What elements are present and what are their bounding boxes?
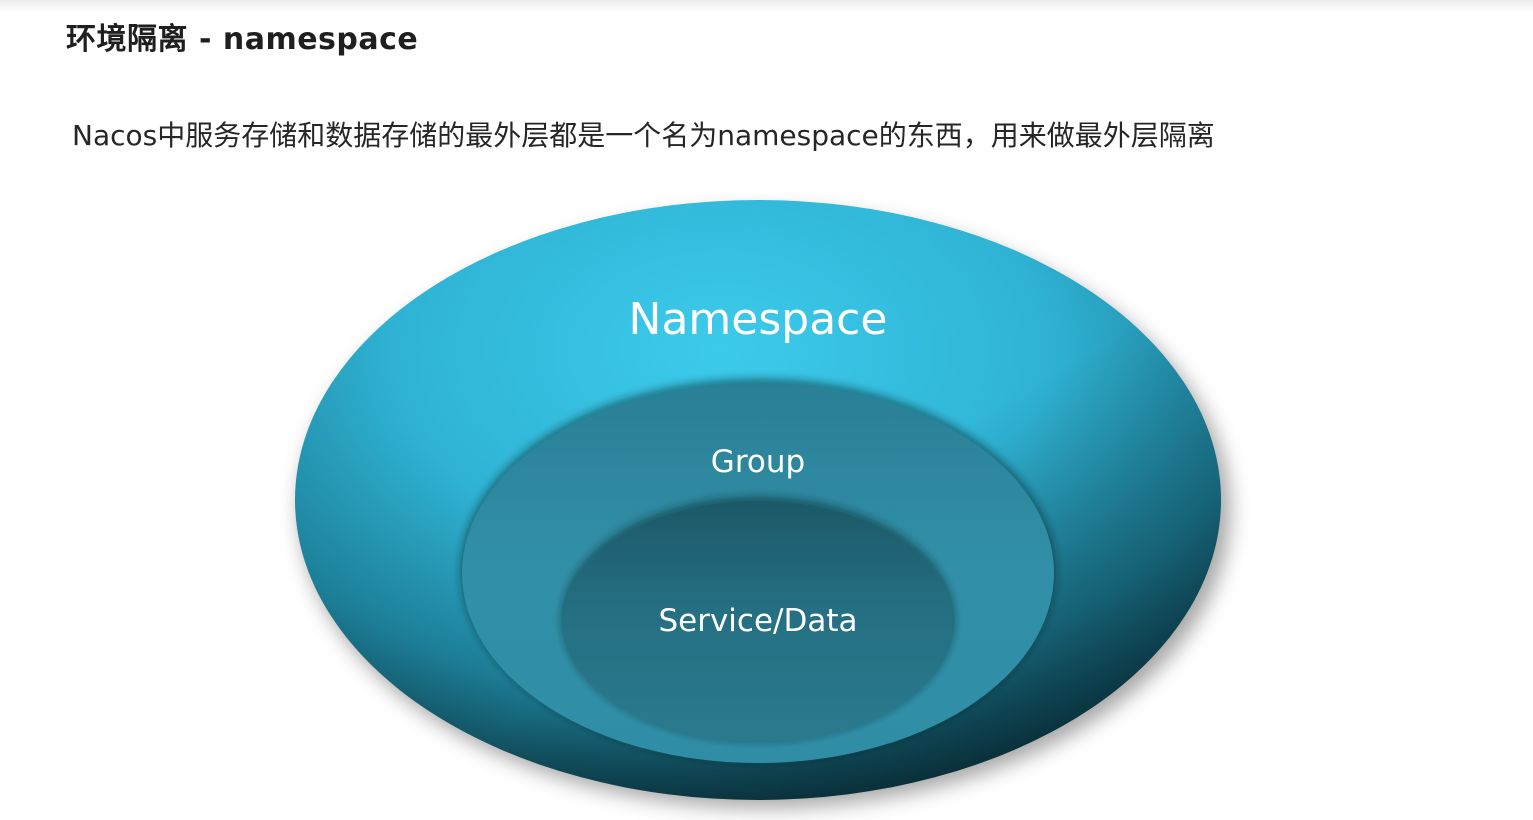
slide-title: 环境隔离 - namespace	[66, 22, 419, 57]
service-data-label: Service/Data	[658, 603, 857, 639]
group-label: Group	[711, 444, 805, 480]
namespace-label: Namespace	[629, 294, 888, 345]
service-data-ellipse	[563, 501, 953, 743]
header-shade	[0, 0, 1533, 12]
slide-description: Nacos中服务存储和数据存储的最外层都是一个名为namespace的东西，用来…	[72, 119, 1215, 152]
